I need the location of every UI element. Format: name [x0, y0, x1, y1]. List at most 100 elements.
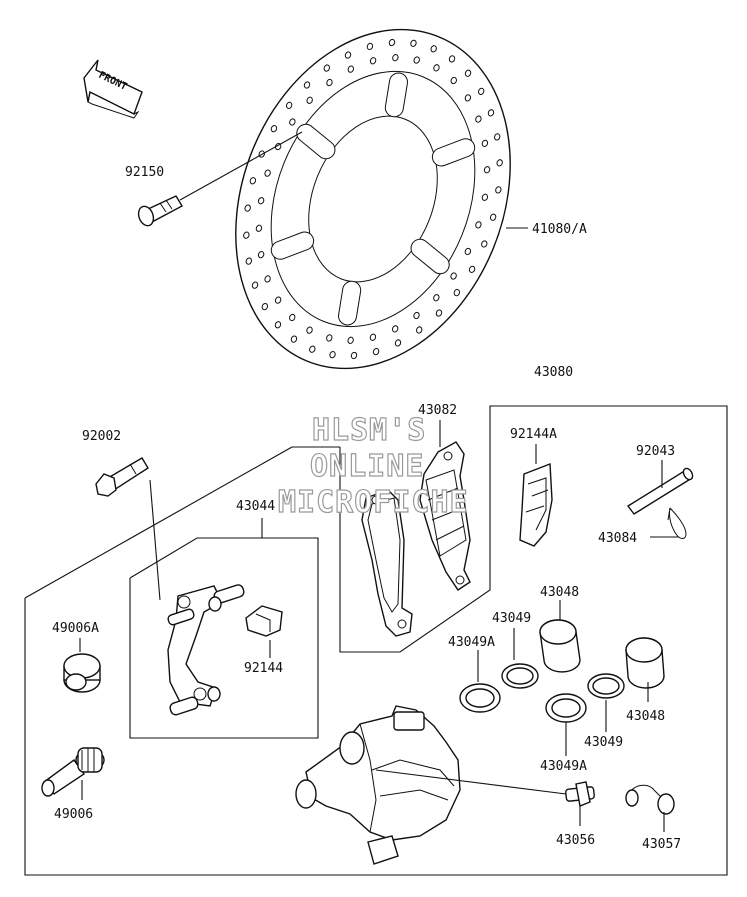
disc-drill-hole	[464, 247, 472, 256]
pin-clip	[667, 507, 687, 539]
disc-drill-hole	[413, 56, 420, 64]
disc-drill-hole	[435, 309, 443, 317]
disc-drill-hole	[481, 240, 488, 248]
disc-drill-hole	[347, 65, 355, 73]
part-label-43044: 43044	[236, 499, 275, 514]
disc-drill-hole	[495, 186, 502, 194]
piston-seal-b	[587, 673, 625, 699]
part-label-43049-b: 43049	[584, 735, 623, 750]
disc-drill-hole	[344, 51, 352, 59]
part-label-43049-a: 43049	[492, 611, 531, 626]
disc-drill-hole	[475, 115, 482, 123]
disc-drill-hole	[481, 193, 489, 201]
disc-drill-hole	[347, 336, 354, 344]
disc-drill-hole	[303, 81, 311, 89]
bleeder-valve	[565, 781, 595, 807]
disc-drill-hole	[306, 326, 313, 334]
piston-b	[625, 637, 665, 689]
watermark-line-3: MICROFICHE	[278, 485, 469, 520]
disc-drill-hole	[289, 118, 296, 126]
disc-drill-hole	[243, 231, 250, 239]
disc-drill-hole	[274, 296, 282, 304]
disc-drill-hole	[468, 265, 476, 273]
watermark: HLSM'S ONLINE MICROFICHE	[277, 412, 469, 520]
disc-drill-hole	[494, 133, 501, 141]
part-label-43057: 43057	[642, 837, 681, 852]
disc-drill-hole	[309, 345, 316, 353]
part-label-43048-b: 43048	[626, 709, 665, 724]
caliper-body	[295, 705, 461, 865]
pad-spring-clip	[245, 605, 283, 637]
disc-bolt	[137, 195, 183, 227]
disc-drill-hole	[450, 76, 457, 85]
disc-drill-hole	[496, 159, 503, 167]
part-label-43082: 43082	[418, 403, 457, 418]
part-label-92002: 92002	[82, 429, 121, 444]
disc-drill-hole	[251, 281, 259, 289]
disc-drill-hole	[372, 347, 380, 356]
disc-drill-hole	[433, 64, 440, 72]
part-label-43048-a: 43048	[540, 585, 579, 600]
watermark-line-1: HLSM'S	[312, 413, 426, 448]
disc-drill-hole	[261, 302, 269, 311]
brake-pad-right	[419, 441, 471, 591]
dust-seal-a	[459, 683, 501, 713]
front-arrow-icon: FRONT	[83, 59, 143, 119]
part-label-43049a-b: 43049A	[540, 759, 587, 774]
part-label-92144a: 92144A	[510, 427, 557, 442]
disc-drill-hole	[270, 125, 278, 133]
disc-drill-hole	[416, 326, 423, 334]
disc-drill-hole	[369, 333, 377, 341]
disc-drill-hole	[410, 39, 417, 47]
part-label-49006a: 49006A	[52, 621, 99, 636]
disc-drill-hole	[464, 94, 472, 102]
disc-drill-hole	[392, 54, 399, 62]
disc-drill-hole	[430, 45, 437, 53]
disc-drill-hole	[483, 166, 491, 174]
disc-drill-hole	[290, 335, 298, 343]
disc-drill-hole	[257, 251, 265, 259]
disc-drill-hole	[285, 101, 293, 110]
disc-vent-slot	[338, 280, 362, 326]
disc-drill-hole	[475, 221, 482, 229]
part-label-43056: 43056	[556, 833, 595, 848]
disc-drill-hole	[255, 224, 263, 232]
part-label-43080: 43080	[534, 365, 573, 380]
slide-pin-boot	[41, 747, 105, 797]
part-label-92144: 92144	[244, 661, 283, 676]
disc-drill-hole	[450, 272, 457, 280]
disc-drill-hole	[394, 339, 402, 347]
disc-drill-hole	[326, 78, 333, 87]
part-label-41080a: 41080/A	[532, 222, 587, 237]
disc-drill-hole	[264, 275, 271, 283]
disc-drill-hole	[264, 169, 271, 177]
disc-drill-hole	[464, 69, 472, 77]
part-label-49006: 49006	[54, 807, 93, 822]
disc-drill-hole	[306, 96, 313, 104]
pad-spring	[519, 463, 553, 547]
disc-drill-hole	[245, 257, 252, 265]
part-label-43084: 43084	[598, 531, 637, 546]
part-label-92150: 92150	[125, 165, 164, 180]
disc-drill-hole	[448, 55, 456, 63]
disc-drill-hole	[481, 139, 489, 147]
disc-drill-hole	[453, 288, 461, 297]
disc-drill-hole	[369, 57, 377, 65]
disc-vent-slot	[431, 138, 476, 167]
disc-drill-hole	[413, 311, 420, 320]
disc-vent-slot	[296, 123, 336, 160]
bleeder-cap	[625, 784, 675, 815]
piston-seal-a	[501, 663, 539, 689]
disc-drill-hole	[244, 204, 251, 212]
part-labels: 41080/A 92150 43080 43082 92002 92144A 9…	[52, 165, 681, 852]
disc-drill-hole	[487, 109, 495, 117]
disc-drill-hole	[326, 334, 333, 342]
disc-drill-hole	[433, 294, 440, 302]
disc-drill-hole	[249, 177, 257, 185]
disc-drill-hole	[489, 213, 497, 221]
brake-pad-left	[361, 489, 413, 637]
caliper-bracket	[167, 584, 245, 716]
disc-drill-hole	[388, 38, 396, 47]
caliper-bolt	[95, 457, 149, 497]
